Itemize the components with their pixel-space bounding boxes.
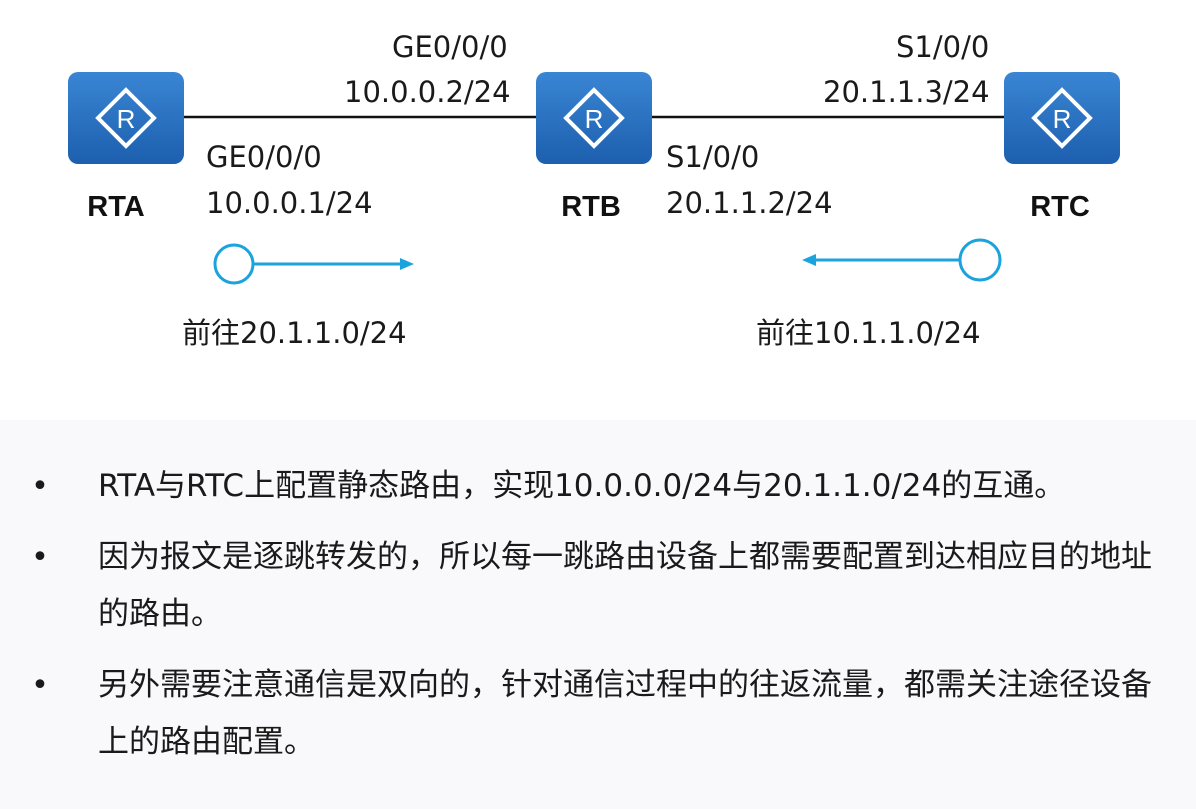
svg-text:R: R: [585, 104, 604, 134]
rtc-serial-address-label: 20.1.1.3/24: [823, 75, 990, 109]
router-name-rtc: RTC: [1030, 191, 1090, 223]
bullet-text: 另外需要注意通信是双向的，针对通信过程中的往返流量，都需关注途径设备上的路由配置…: [98, 667, 1152, 760]
flow-arrow-rta: [213, 243, 414, 285]
flow-arrow-rtc: [802, 238, 1002, 282]
bullet-text: RTA与RTC上配置静态路由，实现10.0.0.0/24与20.1.1.0/24…: [98, 468, 1066, 504]
router-icon: R: [1004, 72, 1120, 164]
rta-ge-interface-label: GE0/0/0: [206, 140, 322, 174]
bullet-marker: •: [31, 469, 49, 504]
rtb-ge-interface-label: GE0/0/0: [392, 30, 508, 64]
rtb-ge-address-label: 10.0.0.2/24: [344, 75, 511, 109]
topology-diagram: R R R: [68, 72, 1120, 285]
rtb-serial-address-label: 20.1.1.2/24: [666, 186, 833, 220]
flow-caption-rta: 前往20.1.1.0/24: [182, 316, 407, 350]
rtb-serial-interface-label: S1/0/0: [666, 140, 760, 174]
svg-text:R: R: [1053, 104, 1072, 134]
rtc-serial-interface-label: S1/0/0: [896, 30, 990, 64]
router-icon: R: [536, 72, 652, 164]
router-name-rta: RTA: [87, 191, 145, 223]
rta-ge-address-label: 10.0.0.1/24: [206, 186, 373, 220]
svg-text:R: R: [117, 104, 136, 134]
bullet-marker: •: [31, 668, 49, 703]
bullet-text: 因为报文是逐跳转发的，所以每一跳路由设备上都需要配置到达相应目的地址的路由。: [98, 539, 1152, 632]
notes-area: [0, 420, 1196, 809]
bullet-item: • RTA与RTC上配置静态路由，实现10.0.0.0/24与20.1.1.0/…: [30, 458, 1180, 515]
bullet-item: • 另外需要注意通信是双向的，针对通信过程中的往返流量，都需关注途径设备上的路由…: [30, 657, 1180, 771]
flow-caption-rtc: 前往10.1.1.0/24: [756, 316, 981, 350]
router-name-rtb: RTB: [561, 191, 621, 223]
bullet-list: • RTA与RTC上配置静态路由，实现10.0.0.0/24与20.1.1.0/…: [30, 458, 1180, 785]
bullet-marker: •: [31, 540, 49, 575]
diagram-area: [0, 0, 1196, 420]
bullet-item: • 因为报文是逐跳转发的，所以每一跳路由设备上都需要配置到达相应目的地址的路由。: [30, 529, 1180, 643]
router-icon: R: [68, 72, 184, 164]
